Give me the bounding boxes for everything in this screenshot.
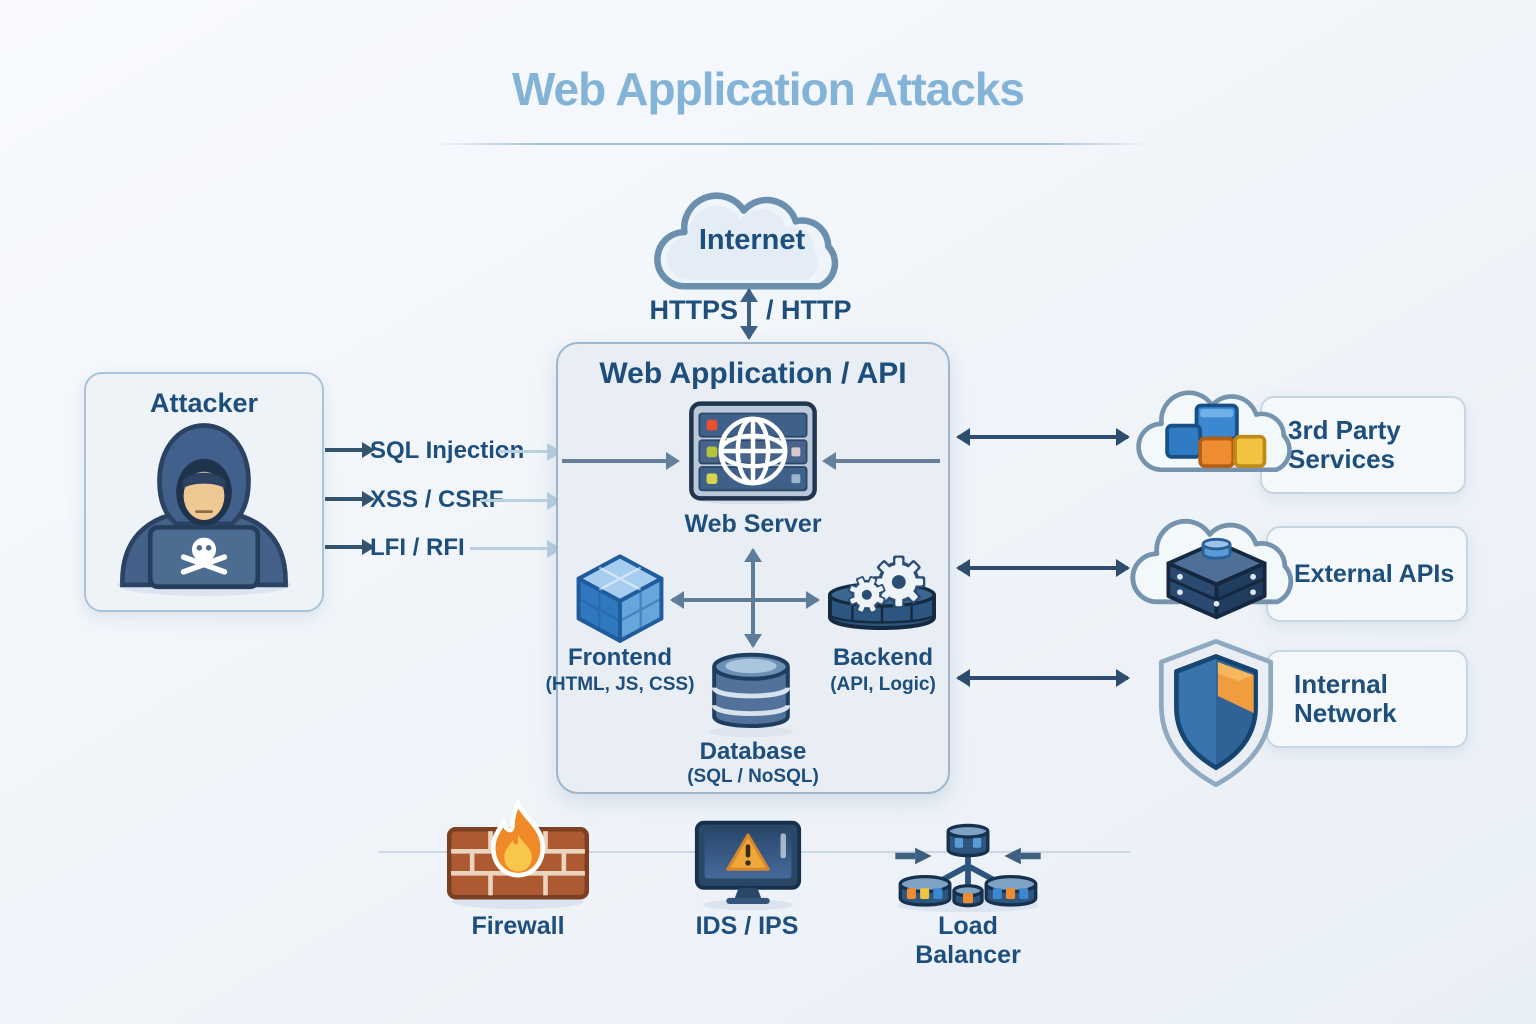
external-apis-label: External APIs — [1294, 560, 1455, 588]
web-server-icon — [689, 401, 817, 504]
web-server-label: Web Server — [684, 510, 822, 538]
attack-arrow-lfi — [325, 545, 363, 549]
cloud-server-icon — [1130, 518, 1294, 620]
attack-arrow-sql-to-box — [498, 450, 548, 453]
third-party-services-label: 3rd Party Services — [1288, 414, 1401, 474]
ids-monitor-icon — [694, 820, 802, 911]
title-underline — [432, 143, 1150, 145]
frontend-backend-arrow — [672, 598, 818, 602]
arrow-external-apis — [958, 566, 1128, 570]
internet-cloud-icon — [654, 192, 839, 290]
ids-ips-label: IDS / IPS — [695, 912, 799, 940]
attack-arrow-lfi-to-box — [470, 547, 548, 550]
arrow-3rd-party — [958, 435, 1128, 439]
backend-gears-icon — [828, 555, 936, 630]
frontend-sub-label: (HTML, JS, CSS) — [545, 674, 695, 695]
firewall-label: Firewall — [471, 912, 565, 940]
web-application-title: Web Application / API — [599, 357, 907, 390]
inbound-left-arrow — [562, 459, 668, 463]
load-balancer-label: Load Balancer — [915, 912, 1021, 969]
cloud-apps-icon — [1136, 390, 1292, 473]
internet-label: Internet — [698, 224, 806, 256]
inbound-right-arrow — [834, 459, 940, 463]
database-icon — [709, 652, 793, 738]
database-sub-label: (SQL / NoSQL) — [687, 766, 819, 787]
attacker-box: Attacker — [84, 372, 324, 612]
globe-icon — [718, 416, 788, 486]
protocol-label-https: HTTPS — [649, 295, 738, 325]
load-balancer-icon — [895, 823, 1041, 913]
firewall-icon — [446, 800, 590, 910]
internal-network-box: Internal Network — [1266, 650, 1468, 748]
frontend-cube-icon — [576, 554, 664, 643]
backend-label: Backend — [832, 644, 934, 671]
database-label: Database — [699, 738, 807, 765]
third-party-services-box: 3rd Party Services — [1260, 396, 1466, 494]
shield-icon — [1158, 638, 1274, 788]
https-http-arrow — [747, 290, 751, 338]
page-title: Web Application Attacks — [511, 63, 1025, 115]
attack-arrow-sql — [325, 448, 363, 452]
attacker-title: Attacker — [149, 388, 259, 418]
attack-arrow-xss — [325, 497, 363, 501]
attack-arrow-xss-to-box — [480, 499, 548, 502]
external-apis-box: External APIs — [1266, 526, 1468, 622]
backend-sub-label: (API, Logic) — [830, 674, 936, 695]
frontend-label: Frontend — [568, 644, 672, 671]
arrow-internal-network — [958, 676, 1128, 680]
internal-network-label: Internal Network — [1294, 668, 1397, 728]
web-application-box: Web Application / API Web Server — [546, 342, 950, 794]
protocol-label-http: / HTTP — [766, 295, 852, 325]
skull-icon — [180, 537, 228, 575]
attacker-icon — [116, 423, 292, 597]
attack-label-lfi-rfi: LFI / RFI — [370, 534, 465, 561]
